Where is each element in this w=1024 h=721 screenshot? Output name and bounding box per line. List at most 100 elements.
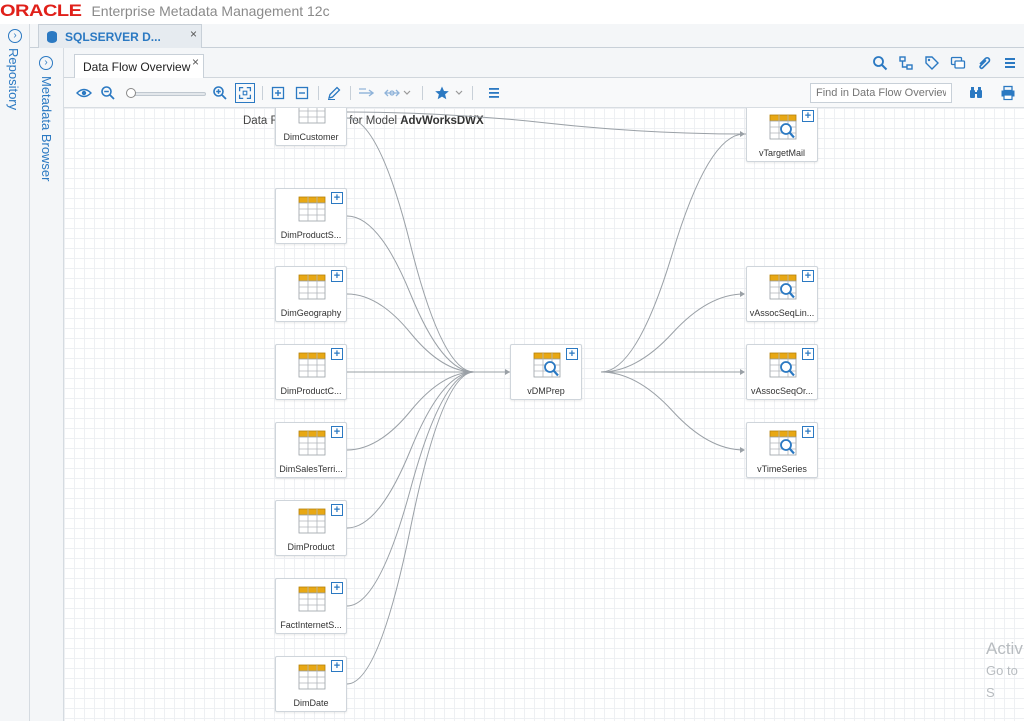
zoom-in-icon[interactable] [212,85,228,101]
zoom-slider-thumb[interactable] [125,88,136,98]
source-table-node[interactable]: + DimProductS... [275,188,347,244]
node-label: DimCustomer [283,132,339,142]
node-label: FactInternetS... [280,620,342,630]
node-label: vTargetMail [758,148,805,158]
edge-hub-to-target [600,371,745,451]
attachment-icon[interactable] [976,55,992,71]
source-table-node[interactable]: + DimProductC... [275,344,347,400]
fit-icon[interactable] [235,83,255,103]
search-icon[interactable] [872,55,888,71]
layout-icon[interactable] [384,85,400,101]
arrow-into-target [740,369,745,375]
toolbar-separator [472,86,473,100]
table-icon [298,108,326,124]
target-view-node[interactable]: + vAssocSeqLin... [746,266,818,322]
node-label: DimDate [293,698,329,708]
source-table-node[interactable]: + FactInternetS... [275,578,347,634]
list-icon[interactable] [486,85,502,101]
expand-node-icon[interactable]: + [802,426,814,438]
tag-icon[interactable] [924,55,940,71]
oracle-logo: ORACLE [0,1,82,20]
table-icon [298,508,326,534]
expand-icon[interactable] [270,85,286,101]
expand-node-icon[interactable]: + [331,660,343,672]
repository-label[interactable]: Repository [6,48,21,111]
expand-node-icon[interactable]: + [331,270,343,282]
source-table-node[interactable]: + DimGeography [275,266,347,322]
zoom-slider-track[interactable] [128,92,206,96]
chevron-down-icon[interactable] [454,85,464,101]
source-table-node[interactable]: + DimProduct [275,500,347,556]
eye-icon[interactable] [76,85,92,101]
find-in-diagram-input[interactable] [810,83,952,103]
expand-node-icon[interactable]: + [802,110,814,122]
metadata-browser-expand-icon[interactable]: › [39,56,53,70]
expand-node-icon[interactable]: + [566,348,578,360]
view-icon [533,352,561,378]
zoom-out-icon[interactable] [100,85,116,101]
expand-node-icon[interactable]: + [802,348,814,360]
inner-tab-strip: Data Flow Overview × [64,48,1024,78]
star-icon[interactable] [434,85,450,101]
node-label: DimProductS... [280,230,342,240]
model-name: AdvWorksDWX [400,115,484,127]
view-icon [769,352,797,378]
target-view-node[interactable]: +vTimeSeries [746,422,818,478]
tab-data-flow-overview[interactable]: Data Flow Overview × [74,54,204,78]
edge-source-to-hub [346,371,475,529]
activation-watermark: Activ Go to S [986,638,1024,704]
diagram-icon[interactable] [898,55,914,71]
table-icon [298,196,326,222]
edge-source-to-hub [346,293,475,373]
tab-sqlserver[interactable]: SQLSERVER D... × [38,24,202,48]
edit-icon[interactable] [326,85,342,101]
edge-source-to-hub [346,371,475,607]
top-icon-bar [872,55,1018,71]
table-icon [298,664,326,690]
comment-icon[interactable] [950,55,966,71]
collapse-icon[interactable] [294,85,310,101]
edge-hub-to-target [600,293,745,373]
view-icon [769,274,797,300]
source-table-node[interactable]: DimCustomer [275,108,347,146]
node-label: DimGeography [280,308,342,318]
expand-node-icon[interactable]: + [331,426,343,438]
repository-expand-icon[interactable]: › [8,29,22,43]
edge-source-to-hub [346,371,475,685]
chevron-down-icon[interactable] [402,85,412,101]
close-icon[interactable]: × [191,55,199,69]
node-label: DimProductC... [280,386,342,396]
toolbar-separator [422,86,423,100]
table-icon [298,586,326,612]
metadata-browser-rail[interactable]: › Metadata Browser [30,48,64,721]
menu-icon[interactable] [1002,55,1018,71]
target-view-node[interactable]: + vTargetMail [746,108,818,162]
source-table-node[interactable]: + DimSalesTerri... [275,422,347,478]
repository-rail[interactable]: › Repository [0,24,30,721]
expand-node-icon[interactable]: + [331,192,343,204]
expand-node-icon[interactable]: + [331,348,343,360]
expand-node-icon[interactable]: + [802,270,814,282]
close-icon[interactable]: × [189,27,197,41]
target-view-node[interactable]: + vAssocSeqOr... [746,344,818,400]
edge-source-to-hub [346,371,475,451]
metadata-browser-label[interactable]: Metadata Browser [39,76,54,182]
source-table-node[interactable]: + DimDate [275,656,347,712]
node-label: vAssocSeqLin... [749,308,815,318]
expand-node-icon[interactable]: + [331,582,343,594]
expand-node-icon[interactable]: + [331,504,343,516]
database-icon [47,30,57,43]
table-icon [298,430,326,456]
view-node-vdmprep[interactable]: + vDMPrep [510,344,582,400]
node-label: DimSalesTerri... [279,464,343,474]
node-label: DimProduct [287,542,335,552]
diagram-canvas[interactable]: Data Flow Overview for Model AdvWorksDWX… [64,108,1024,721]
node-label: vDMPrep [527,386,565,396]
watermark-line-2: Go to S [986,663,1018,700]
brand-bar: ORACLE Enterprise Metadata Management 12… [0,0,1024,22]
view-icon [769,114,797,140]
flow-icon[interactable] [358,85,374,101]
node-label: vAssocSeqOr... [750,386,814,396]
binoculars-icon[interactable] [968,85,984,101]
print-icon[interactable] [1000,85,1016,101]
